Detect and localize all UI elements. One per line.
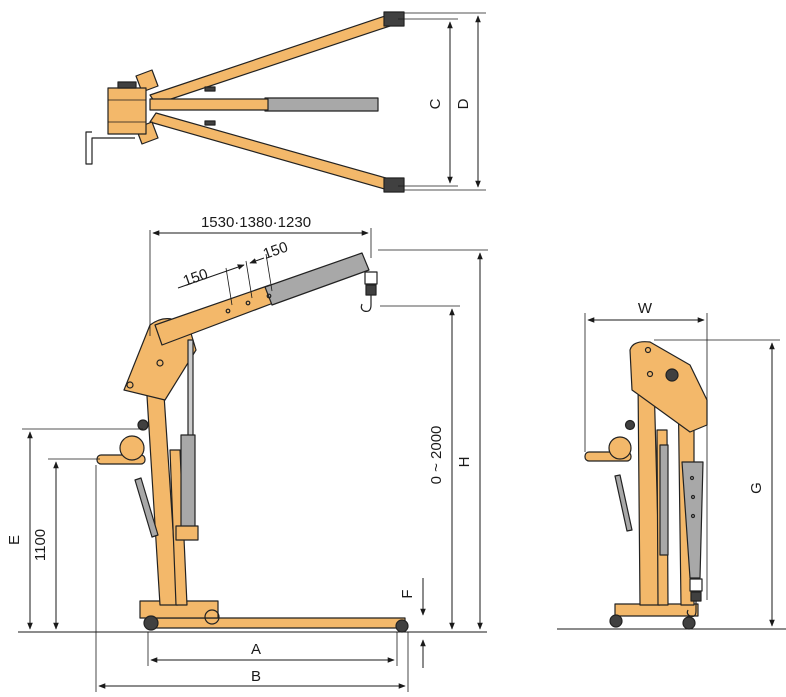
folded-strap xyxy=(614,474,633,532)
top-caster-lower xyxy=(383,177,405,193)
label-a: A xyxy=(251,641,261,658)
side-pump-drum xyxy=(119,435,145,461)
dimension-e: E xyxy=(6,428,143,630)
dimension-1100: 1100 xyxy=(32,458,100,630)
folded-pump-drum xyxy=(608,436,632,460)
top-leg-upper xyxy=(149,14,394,105)
label-lift: 0 ~ 2000 xyxy=(428,426,445,485)
dimension-g: G xyxy=(654,339,780,627)
folded-base xyxy=(614,603,699,617)
top-bracket-upper xyxy=(204,86,216,92)
top-handle xyxy=(85,131,135,165)
hook-icon xyxy=(360,295,372,312)
label-c: C xyxy=(427,98,444,109)
label-d: D xyxy=(455,98,472,109)
dimension-d: D xyxy=(404,12,486,191)
folded-front-wheel xyxy=(682,616,696,630)
rear-caster xyxy=(143,615,159,631)
ram-base xyxy=(175,525,199,541)
folded-ram xyxy=(659,444,669,556)
label-step-1: 150 xyxy=(181,266,210,290)
dimension-reach: 1530·1380·1230 xyxy=(149,214,372,336)
folded-view xyxy=(557,341,786,630)
hook-swivel xyxy=(365,284,377,296)
label-reach: 1530·1380·1230 xyxy=(201,214,311,231)
ram-cylinder xyxy=(180,434,196,531)
top-view xyxy=(85,11,405,193)
dimension-f: F xyxy=(399,578,426,668)
boom xyxy=(154,284,277,346)
top-bracket-lower xyxy=(204,120,216,126)
label-1100: 1100 xyxy=(32,529,49,561)
front-wheel xyxy=(395,619,409,633)
hook-block xyxy=(364,271,378,285)
top-pump-body xyxy=(107,87,147,135)
boom-extension xyxy=(264,252,370,306)
label-step-2: 150 xyxy=(261,239,290,263)
label-h: H xyxy=(456,457,473,468)
top-boom-extension xyxy=(264,97,379,112)
dimension-a: A xyxy=(147,632,398,666)
side-view xyxy=(18,252,487,633)
folded-mast xyxy=(637,379,661,606)
top-leg-lower xyxy=(149,112,394,191)
label-g: G xyxy=(748,482,765,494)
side-pump-knob xyxy=(137,419,149,431)
folded-hook-swivel xyxy=(690,591,702,602)
folded-boom-extension xyxy=(681,461,704,579)
top-boom xyxy=(149,98,269,111)
ram-rod xyxy=(187,339,194,441)
label-e: E xyxy=(6,535,23,545)
folded-head-plate xyxy=(629,341,708,433)
label-f: F xyxy=(399,589,416,598)
base-leg xyxy=(149,617,406,629)
dimension-w: W xyxy=(584,300,708,600)
dimension-b: B xyxy=(95,465,409,692)
folded-rear-caster xyxy=(609,614,623,628)
label-b: B xyxy=(251,668,261,685)
folded-hook-block xyxy=(689,578,703,592)
side-strap xyxy=(134,477,159,538)
top-pivot-plate-upper xyxy=(135,69,159,93)
top-pump-cap xyxy=(117,81,137,89)
dimension-c: C xyxy=(398,18,458,187)
dimension-h: H xyxy=(378,249,488,630)
folded-hook-icon xyxy=(686,601,697,618)
dimension-lift: 0 ~ 2000 xyxy=(380,305,460,630)
folded-pump-knob xyxy=(624,419,636,431)
label-w: W xyxy=(638,300,653,317)
